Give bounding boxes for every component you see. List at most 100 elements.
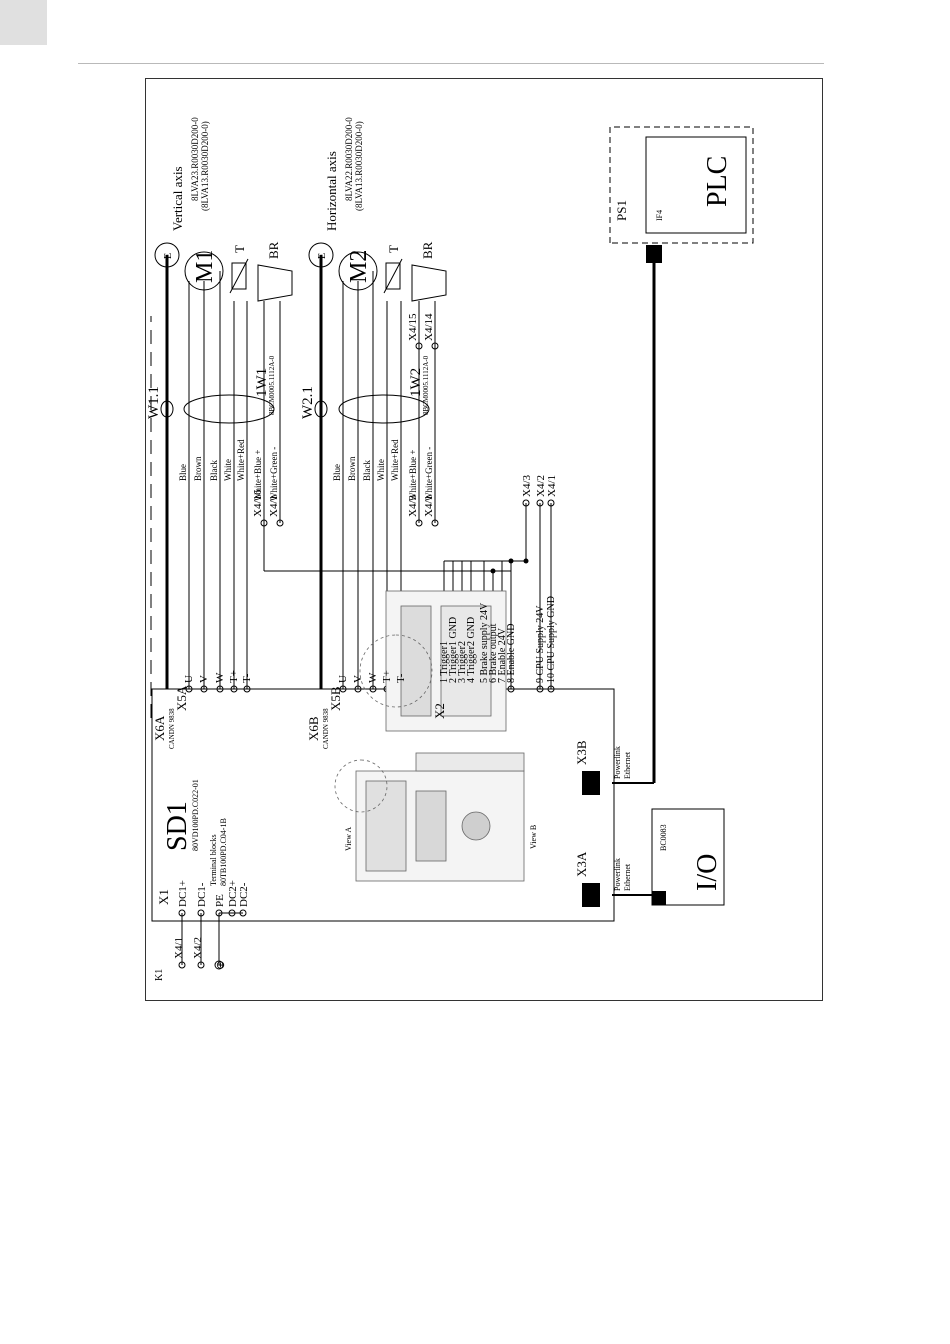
a2-term-tm: T-	[395, 673, 407, 683]
m1-temp-slash	[229, 258, 249, 294]
axis1-model-alt: (8LVA13.R0030D200-0)	[200, 121, 210, 211]
x6a-sub: CANDN 9838	[168, 708, 176, 749]
a2-term-w: W	[367, 672, 379, 683]
m2-brake-symbol	[411, 264, 447, 302]
x3b-label: X3B	[574, 740, 589, 765]
m1-label: M1	[192, 250, 218, 283]
x2-terminal-2: 2 Trigger1 GND	[448, 617, 459, 683]
x3b-powerlink: Powerlink	[613, 746, 622, 779]
x2-terminal-4: 4 Trigger2 GND	[466, 617, 477, 683]
drive-photo	[334, 590, 525, 882]
a1-term-tm: T-	[241, 673, 253, 683]
ps1-label: PS1	[614, 200, 629, 221]
x2-out-2: X4/2	[535, 475, 547, 497]
rj45-connectors	[582, 245, 666, 907]
x5b-label: X5B	[328, 686, 343, 711]
view-a-label: View A	[344, 827, 353, 851]
m2-label: M2	[346, 250, 372, 283]
m1-encoder-label: E	[163, 253, 174, 259]
a2-brake-motor-term-2: X4/14	[423, 313, 435, 341]
a2-wire-blue: Blue	[332, 464, 342, 481]
schematic-frame: K1 X4/1 X4/2 ⊕ X1 DC1+ DC1- PE DC2+ DC2-…	[145, 78, 823, 1001]
a2-brake-term-1: X4/3	[407, 495, 419, 518]
x1-term-dc2m: DC2-	[238, 882, 250, 907]
x1-term-pe: PE	[214, 894, 226, 907]
w21-label: W2.1	[300, 386, 316, 419]
x1-label: X1	[156, 889, 171, 905]
corner-tab	[0, 0, 47, 45]
a2-brake-term-2: X4/1	[423, 495, 435, 517]
x2-terminal-7: 7 Enable 24V	[497, 627, 508, 683]
x3a-powerlink: Powerlink	[613, 858, 622, 891]
m2-encoder-label: E	[317, 253, 328, 259]
w21-cable-marker	[314, 400, 328, 418]
1w1-cable-marker	[183, 394, 275, 424]
pe-ground-icon: ⊕	[215, 960, 227, 969]
m2-temp-slash	[383, 258, 403, 294]
m1-brake-symbol	[257, 264, 293, 302]
w11-cable-marker	[160, 400, 174, 418]
axis2-model-alt: (8LVA13.R0030D200-0)	[354, 121, 364, 211]
io-box	[651, 808, 725, 906]
supply-terminal-1: X4/1	[173, 937, 185, 959]
a1-wire-white: White	[223, 459, 233, 481]
header-rule	[78, 63, 824, 64]
a1-wire-blue: Blue	[178, 464, 188, 481]
a2-wire-black: Black	[362, 460, 372, 481]
1w1-model: 8BCM0005.1112A-0	[268, 355, 276, 415]
plc-port: IF4	[655, 210, 664, 221]
a1-term-v: V	[198, 675, 210, 683]
x3b-ethernet: Ethernet	[623, 751, 632, 779]
1w2-label: 1W2	[408, 368, 424, 397]
axis1-model: 8LVA23.R0030D200-0	[190, 117, 200, 201]
sd1-box	[151, 688, 615, 922]
a2-term-v: V	[352, 675, 364, 683]
rotated-diagram: K1 X4/1 X4/2 ⊕ X1 DC1+ DC1- PE DC2+ DC2-…	[146, 79, 824, 1001]
m2-encoder-symbol	[308, 242, 334, 268]
a1-term-u: U	[183, 675, 195, 683]
k1-label: K1	[154, 969, 165, 981]
sd1-model: 80VD100PD.C022-01	[191, 779, 200, 851]
supply-terminal-2: X4/2	[192, 937, 204, 959]
x2-terminal-6: 6 Brake output	[488, 623, 499, 683]
a1-brake-term-2: X4/1	[268, 495, 280, 517]
a2-wire-white-blue: White+Blue +	[408, 450, 418, 501]
terminal-blocks-title: Terminal blocks	[209, 834, 218, 886]
m2-brake-label: BR	[420, 241, 435, 259]
axis2-model: 8LVA22.R0030D200-0	[344, 117, 354, 201]
x2-label: X2	[432, 703, 447, 719]
a2-brake-motor-term-1: X4/15	[407, 313, 419, 341]
sd1-title: SD1	[162, 801, 193, 851]
m2-temp-sensor	[385, 262, 401, 290]
x1-term-dc1p: DC1+	[177, 880, 189, 907]
a1-wire-brown: Brown	[193, 456, 203, 481]
x3a-label: X3A	[574, 851, 589, 877]
x6b-sub: CANDN 9838	[322, 708, 330, 749]
x2-out-3: X4/1	[546, 475, 558, 497]
a1-wire-white-blue: White+Blue +	[253, 450, 263, 501]
plc-box	[645, 136, 747, 234]
m1-brake-label: BR	[266, 241, 281, 259]
axis2-title: Horizontal axis	[324, 151, 339, 231]
a2-wire-white: White	[376, 459, 386, 481]
x2-terminal-3: 3 Trigger2	[457, 641, 468, 683]
x2-terminal-9: 9 CPU Supply 24V	[535, 605, 546, 683]
axis1-title: Vertical axis	[170, 166, 185, 231]
x2-terminal-10: 10 CPU Supply GND	[546, 596, 557, 683]
a2-wire-white-green: White+Green -	[424, 447, 434, 501]
x2-terminal-1: 1 Trigger1	[439, 641, 450, 683]
a2-term-tp: T+	[381, 670, 393, 683]
1w1-label: 1W1	[254, 368, 270, 397]
x6b-label: X6B	[306, 716, 321, 741]
a1-brake-term-1: X4/16	[252, 489, 264, 517]
a1-term-w: W	[214, 672, 226, 683]
view-b-label: View B	[529, 825, 538, 849]
a1-wire-white-red: White+Red	[236, 439, 246, 481]
x3a-ethernet: Ethernet	[623, 863, 632, 891]
m2-motor-symbol	[338, 251, 378, 291]
io-label: I/O	[692, 854, 723, 891]
wiring-diagram	[150, 126, 754, 970]
a2-wire-brown: Brown	[347, 456, 357, 481]
a1-term-tp: T+	[228, 670, 240, 683]
